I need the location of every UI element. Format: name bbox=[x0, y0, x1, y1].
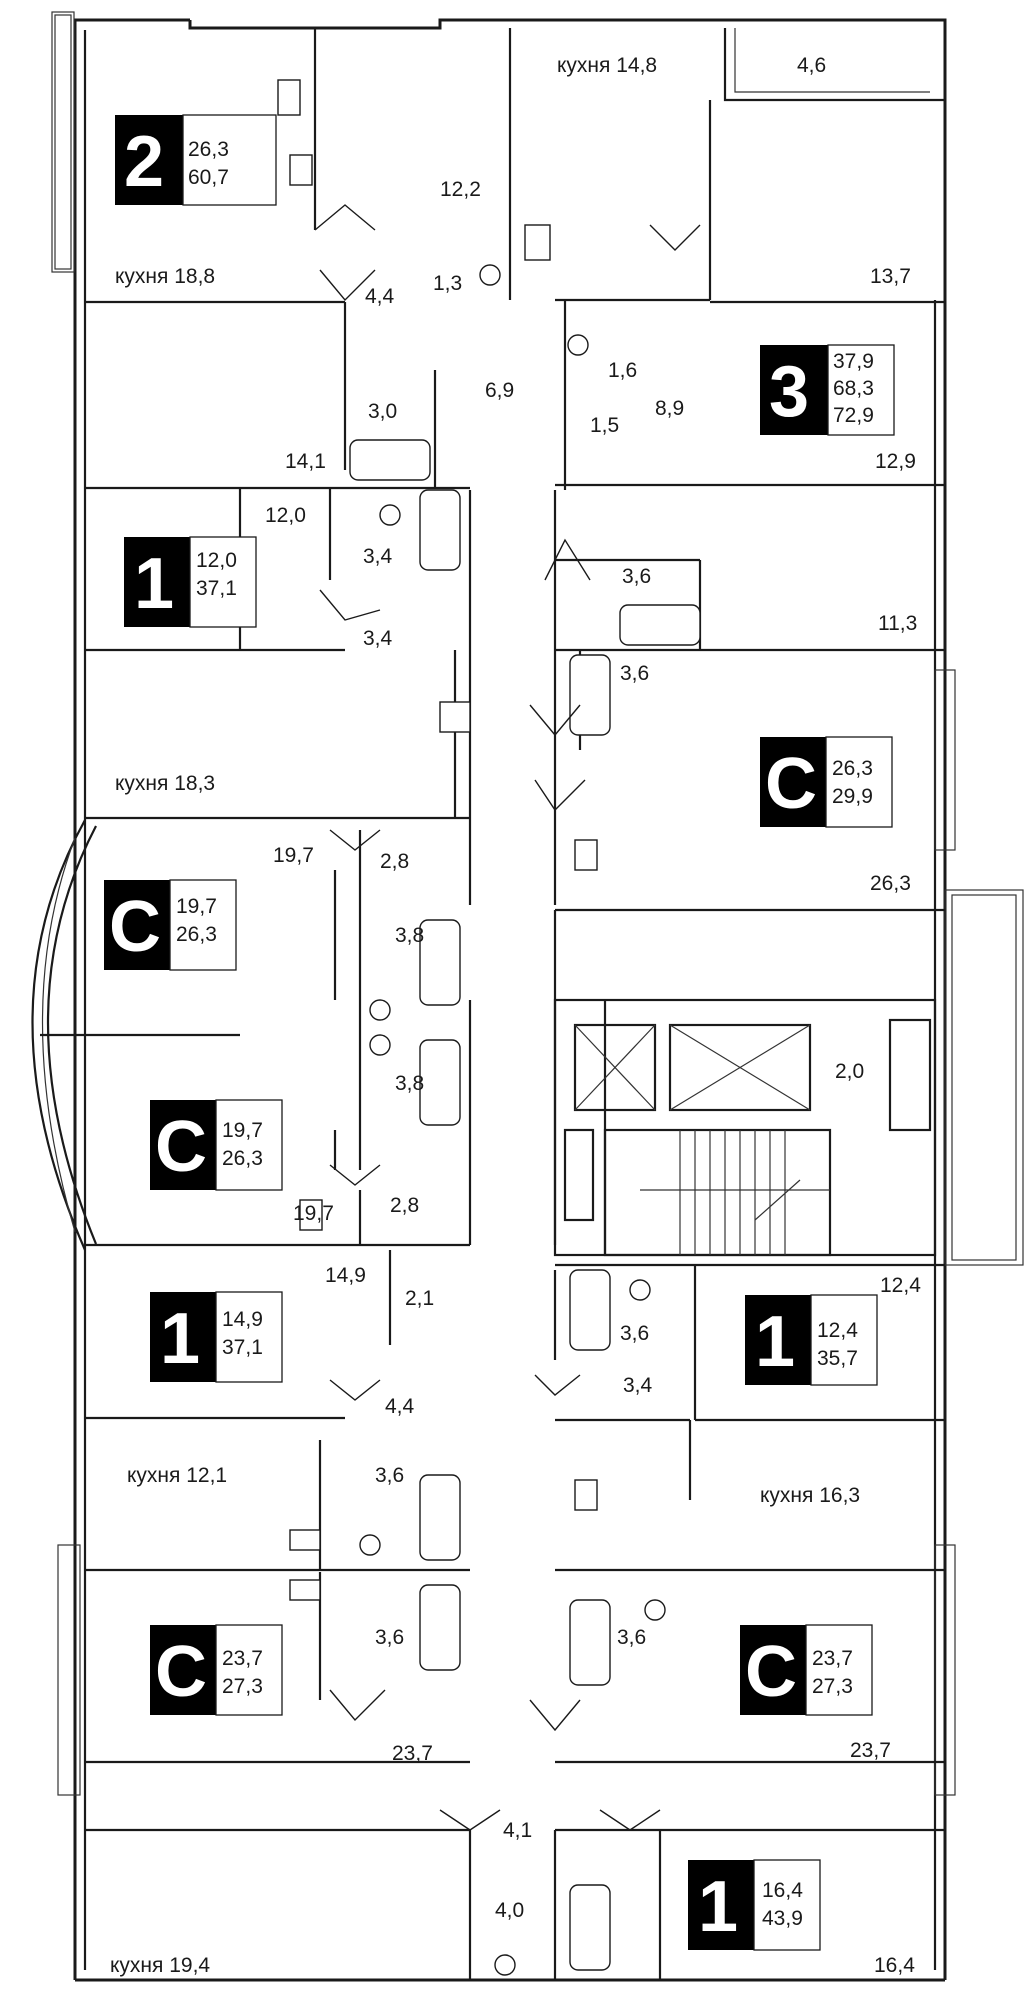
svg-text:29,9: 29,9 bbox=[832, 785, 873, 808]
room-label: 3,6 bbox=[620, 662, 649, 685]
fixtures bbox=[277, 79, 701, 1976]
svg-text:3: 3 bbox=[769, 352, 809, 432]
unit-badge: 1 14,9 37,1 bbox=[150, 1291, 283, 1383]
room-label: кухня 14,8 bbox=[557, 54, 657, 77]
room-label: 3,4 bbox=[363, 627, 393, 650]
room-label: 3,6 bbox=[375, 1464, 404, 1487]
room-label: 3,8 bbox=[395, 1072, 424, 1095]
unit-badge: 1 16,4 43,9 bbox=[688, 1859, 821, 1951]
svg-text:23,7: 23,7 bbox=[812, 1647, 853, 1670]
room-label: 4,4 bbox=[365, 285, 395, 308]
svg-text:26,3: 26,3 bbox=[832, 757, 873, 780]
room-label: 1,3 bbox=[433, 272, 462, 295]
room-label: 3,6 bbox=[375, 1626, 404, 1649]
svg-text:1: 1 bbox=[755, 1302, 795, 1382]
room-label: кухня 18,3 bbox=[115, 772, 215, 795]
room-label: кухня 18,8 bbox=[115, 265, 215, 288]
room-label: кухня 16,3 bbox=[760, 1484, 860, 1507]
svg-text:С: С bbox=[109, 887, 161, 967]
svg-text:С: С bbox=[155, 1107, 207, 1187]
room-label: 23,7 bbox=[850, 1739, 891, 1762]
svg-text:60,7: 60,7 bbox=[188, 166, 229, 189]
svg-text:26,3: 26,3 bbox=[176, 923, 217, 946]
room-label: 3,6 bbox=[617, 1626, 646, 1649]
svg-text:С: С bbox=[745, 1632, 797, 1712]
room-label: 16,4 bbox=[874, 1954, 915, 1977]
room-label: 14,9 bbox=[325, 1264, 366, 1287]
unit-badge: 1 12,0 37,1 bbox=[124, 536, 257, 628]
svg-text:2: 2 bbox=[124, 122, 164, 202]
room-label: 23,7 bbox=[392, 1742, 433, 1765]
room-label: 2,8 bbox=[380, 850, 409, 873]
svg-text:12,0: 12,0 bbox=[196, 549, 237, 572]
unit-badge: С 23,7 27,3 bbox=[740, 1624, 873, 1716]
room-label: 4,0 bbox=[495, 1899, 524, 1922]
room-label: кухня 19,4 bbox=[110, 1954, 210, 1977]
room-label: кухня 12,1 bbox=[127, 1464, 227, 1487]
room-label: 13,7 bbox=[870, 265, 911, 288]
svg-text:37,1: 37,1 bbox=[196, 577, 237, 600]
room-label: 3,8 bbox=[395, 924, 424, 947]
room-label: 4,6 bbox=[797, 54, 826, 77]
unit-badge: С 19,7 26,3 bbox=[104, 879, 237, 971]
svg-text:14,9: 14,9 bbox=[222, 1308, 263, 1331]
room-label: 12,4 bbox=[880, 1274, 921, 1297]
svg-text:27,3: 27,3 bbox=[812, 1675, 853, 1698]
svg-text:1: 1 bbox=[134, 544, 174, 624]
partitions bbox=[40, 28, 945, 1980]
unit-badge: 2 26,3 60,7 bbox=[115, 114, 277, 206]
unit-badges: 2 26,3 60,7 3 37,9 68,3 72,9 1 12,0 37,1… bbox=[104, 114, 895, 1951]
unit-badge: 3 37,9 68,3 72,9 bbox=[760, 344, 895, 436]
svg-text:16,4: 16,4 bbox=[762, 1879, 803, 1902]
room-label: 26,3 bbox=[870, 872, 911, 895]
room-labels: кухня 14,8 4,6 12,2 кухня 18,8 4,4 1,3 1… bbox=[110, 54, 921, 1977]
svg-text:С: С bbox=[765, 744, 817, 824]
svg-text:68,3: 68,3 bbox=[833, 377, 874, 400]
room-label: 12,2 bbox=[440, 178, 481, 201]
svg-text:43,9: 43,9 bbox=[762, 1907, 803, 1930]
room-label: 4,4 bbox=[385, 1395, 415, 1418]
room-label: 2,8 bbox=[390, 1194, 419, 1217]
svg-text:26,3: 26,3 bbox=[188, 138, 229, 161]
svg-text:23,7: 23,7 bbox=[222, 1647, 263, 1670]
svg-text:37,9: 37,9 bbox=[833, 350, 874, 373]
unit-badge: С 19,7 26,3 bbox=[150, 1099, 283, 1191]
svg-text:19,7: 19,7 bbox=[176, 895, 217, 918]
unit-badge: С 26,3 29,9 bbox=[760, 736, 893, 828]
unit-badge: С 23,7 27,3 bbox=[150, 1624, 283, 1716]
svg-text:С: С bbox=[155, 1632, 207, 1712]
svg-text:19,7: 19,7 bbox=[222, 1119, 263, 1142]
room-label: 14,1 bbox=[285, 450, 326, 473]
room-label: 3,4 bbox=[623, 1374, 653, 1397]
room-label: 19,7 bbox=[293, 1202, 334, 1225]
room-label: 1,5 bbox=[590, 414, 619, 437]
room-label: 12,9 bbox=[875, 450, 916, 473]
room-label: 3,6 bbox=[620, 1322, 649, 1345]
room-label: 12,0 bbox=[265, 504, 306, 527]
room-label: 2,0 bbox=[835, 1060, 864, 1083]
svg-text:1: 1 bbox=[698, 1867, 738, 1947]
svg-text:37,1: 37,1 bbox=[222, 1336, 263, 1359]
room-label: 8,9 bbox=[655, 397, 684, 420]
room-label: 6,9 bbox=[485, 379, 514, 402]
svg-text:26,3: 26,3 bbox=[222, 1147, 263, 1170]
room-label: 19,7 bbox=[273, 844, 314, 867]
svg-text:1: 1 bbox=[160, 1299, 200, 1379]
room-label: 4,1 bbox=[503, 1819, 532, 1842]
svg-text:12,4: 12,4 bbox=[817, 1319, 858, 1342]
unit-badge: 1 12,4 35,7 bbox=[745, 1294, 878, 1386]
room-label: 2,1 bbox=[405, 1287, 434, 1310]
room-label: 1,6 bbox=[608, 359, 637, 382]
svg-text:72,9: 72,9 bbox=[833, 404, 874, 427]
svg-text:35,7: 35,7 bbox=[817, 1347, 858, 1370]
svg-text:27,3: 27,3 bbox=[222, 1675, 263, 1698]
doors bbox=[314, 204, 701, 1831]
room-label: 3,4 bbox=[363, 545, 393, 568]
stair-lift-core bbox=[563, 1018, 932, 1257]
room-label: 3,0 bbox=[368, 400, 397, 423]
room-label: 3,6 bbox=[622, 565, 651, 588]
room-label: 11,3 bbox=[878, 612, 917, 635]
corridor-walls bbox=[468, 490, 937, 1257]
